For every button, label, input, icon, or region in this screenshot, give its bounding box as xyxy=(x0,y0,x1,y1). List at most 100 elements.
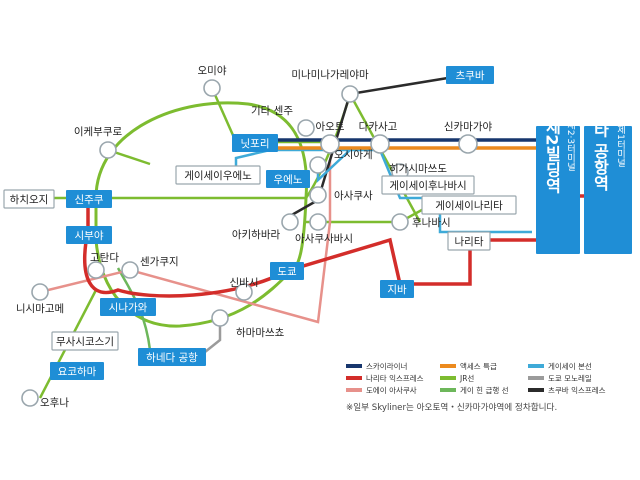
legend-label-toei-asakusa: 도에이 아사쿠사 xyxy=(366,385,417,395)
label-ofuna: 오후나 xyxy=(40,397,69,409)
box-yokohama[interactable]: 요코하마 xyxy=(50,362,104,380)
station-dot-shimbashi[interactable] xyxy=(235,283,253,301)
legend-item-keisei-main: 게이세이 본선 xyxy=(528,361,592,371)
label-nishi-magome: 니시마고메 xyxy=(16,303,64,315)
label-narita: 나리타 xyxy=(455,236,484,248)
station-dot-asakusabashi[interactable] xyxy=(309,213,327,231)
label-shimbashi: 신바시 xyxy=(230,277,259,289)
label-yokohama: 요코하마 xyxy=(58,365,97,378)
label-haneda: 하네다 공항 xyxy=(146,351,198,364)
label-kita-senju: 기타 센주 xyxy=(251,105,293,117)
box-keisei-ueno[interactable]: 게이세이우에노 xyxy=(175,165,261,185)
label-chiba-express-end: 츠쿠바 xyxy=(456,70,485,82)
label-shibuya: 시부야 xyxy=(75,229,104,242)
box-nippori[interactable]: 닛포리 xyxy=(232,134,278,152)
label-airport-t1: 나리타 공항역 xyxy=(591,89,610,192)
station-dot-aoto[interactable] xyxy=(320,134,340,154)
legend-label-keisei-main: 게이세이 본선 xyxy=(548,361,592,371)
legend-label-narita-express: 나리타 익스프레스 xyxy=(366,373,424,383)
label-funabashi: 후나바시 xyxy=(412,217,451,229)
legend-label-skyliner: 스카이라이너 xyxy=(366,361,407,371)
label-omiya: 오미야 xyxy=(198,64,227,77)
label-chiba: 지바 xyxy=(387,284,407,296)
legend-label-jr: JR선 xyxy=(459,374,474,383)
legend-label-chiba-express: 츠쿠바 익스프레스 xyxy=(548,385,606,395)
station-dot-gotanda[interactable] xyxy=(87,261,105,279)
station-white-boxes: 게이세이우에노 게이세이후나바시 게이세이나리타 나리타 하치오지 무사시코스기 xyxy=(3,165,517,351)
station-dot-minami-nagareyama[interactable] xyxy=(341,85,359,103)
label-ikebukuro: 이케부쿠로 xyxy=(74,126,123,138)
box-shibuya[interactable]: 시부야 xyxy=(66,226,112,244)
legend-item-chiba-express: 츠쿠바 익스프레스 xyxy=(528,385,606,395)
box-shinagawa[interactable]: 시나가와 xyxy=(100,298,156,316)
label-minami-nagareyama: 미나미나가레야마 xyxy=(291,68,369,81)
box-ueno[interactable]: 우에노 xyxy=(266,170,310,188)
label-keisei-ueno: 게이세이우에노 xyxy=(184,170,252,182)
label-tokyo: 도쿄 xyxy=(277,266,297,278)
label-shin-kamagaya: 신카마가야 xyxy=(444,120,493,133)
label-shinagawa: 시나가와 xyxy=(109,302,148,314)
label-asakusa: 아사쿠사 xyxy=(334,190,373,202)
label-airport-t2-sub: 제2·3터미널 xyxy=(565,121,575,171)
station-dot-omiya[interactable] xyxy=(203,79,221,97)
box-musashi-kosugi[interactable]: 무사시코스기 xyxy=(51,331,119,351)
box-chiba[interactable]: 지바 xyxy=(380,280,414,298)
legend-item-jr: JR선 xyxy=(440,374,474,383)
label-airport-t1-sub: 제1터미널 xyxy=(615,125,625,167)
station-dot-nishi-magome[interactable] xyxy=(31,283,49,301)
label-asakusabashi: 아사쿠사바시 xyxy=(295,233,353,245)
label-shinjuku: 신주쿠 xyxy=(75,194,104,206)
label-hamamatsucho: 하마마쓰쵸 xyxy=(236,326,285,339)
label-nippori: 닛포리 xyxy=(241,138,270,150)
station-boxes: 닛포리 우에노 신주쿠 시부야 도쿄 지바 시나가와 하네다 공항 xyxy=(50,66,494,380)
station-dot-oshiage[interactable] xyxy=(309,156,327,174)
station-dot-shin-kamagaya[interactable] xyxy=(458,134,478,154)
label-musashi-kosugi: 무사시코스기 xyxy=(56,336,114,348)
station-dot-asakusa[interactable] xyxy=(309,186,327,204)
jr-omiya-line xyxy=(210,87,238,143)
station-dot-ikebukuro[interactable] xyxy=(99,141,117,159)
airport-terminal-2[interactable]: 공항제2빌딩역 제2·3터미널 xyxy=(536,86,580,254)
legend-label-keikyu: 게이 힌 급행 선 xyxy=(460,385,509,395)
legend-item-monorail: 도쿄 모노레일 xyxy=(528,374,592,383)
label-airport-t2: 공항제2빌딩역 xyxy=(543,86,562,194)
legend-label-access: 액세스 특급 xyxy=(460,361,497,371)
box-keisei-narita[interactable]: 게이세이나리타 xyxy=(421,195,517,215)
label-higashi-matsudo: 히가시마쓰도 xyxy=(389,163,447,175)
label-sengakuji: 센가쿠지 xyxy=(140,256,179,268)
note-text: ※일부 Skyliner는 아오토역・신카마가야역에 정차합니다. xyxy=(346,402,557,413)
label-ueno: 우에노 xyxy=(274,174,303,186)
station-dot-akihabara[interactable] xyxy=(281,213,299,231)
box-haneda[interactable]: 하네다 공항 xyxy=(138,348,206,366)
keisei-main-line xyxy=(234,148,532,234)
label-keisei-funabashi: 게이세이후나바시 xyxy=(389,180,466,192)
monorail-line xyxy=(199,322,222,357)
station-dot-sengakuji[interactable] xyxy=(121,261,139,279)
box-shinjuku[interactable]: 신주쿠 xyxy=(66,190,112,208)
label-oshiage: 오시아게 xyxy=(334,149,373,161)
legend-item-narita-express: 나리타 익스프레스 xyxy=(346,373,424,383)
box-keisei-funabashi[interactable]: 게이세이후나바시 xyxy=(381,175,475,195)
legend-item-access: 액세스 특급 xyxy=(440,361,497,371)
legend-item-keikyu: 게이 힌 급행 선 xyxy=(440,385,509,395)
narita-express-line xyxy=(83,194,590,298)
station-dot-hamamatsucho[interactable] xyxy=(211,309,229,327)
label-gotanda: 고탄다 xyxy=(90,252,119,264)
box-hachioji[interactable]: 하치오지 xyxy=(3,189,55,209)
airport-terminal-1[interactable]: 나리타 공항역 제1터미널 xyxy=(584,89,632,254)
box-tokyo[interactable]: 도쿄 xyxy=(270,262,304,280)
box-narita[interactable]: 나리타 xyxy=(447,231,491,251)
station-circles xyxy=(21,79,478,407)
station-dot-ofuna[interactable] xyxy=(21,389,39,407)
station-dot-funabashi[interactable] xyxy=(391,213,409,231)
legend-label-monorail: 도쿄 모노레일 xyxy=(548,374,592,383)
box-chiba-express-end[interactable]: 츠쿠바 xyxy=(446,66,494,84)
legend-item-toei-asakusa: 도에이 아사쿠사 xyxy=(346,385,417,395)
legend: 스카이라이너 액세스 특급 게이세이 본선 나리타 익스프레스 JR선 도쿄 모… xyxy=(346,361,606,395)
jr-yamanote-line xyxy=(94,101,309,328)
label-akihabara: 아키하바라 xyxy=(232,228,281,241)
label-takasago: 다카사고 xyxy=(359,121,398,133)
station-dot-takasago[interactable] xyxy=(370,134,390,154)
station-dot-kita-senju[interactable] xyxy=(297,119,315,137)
